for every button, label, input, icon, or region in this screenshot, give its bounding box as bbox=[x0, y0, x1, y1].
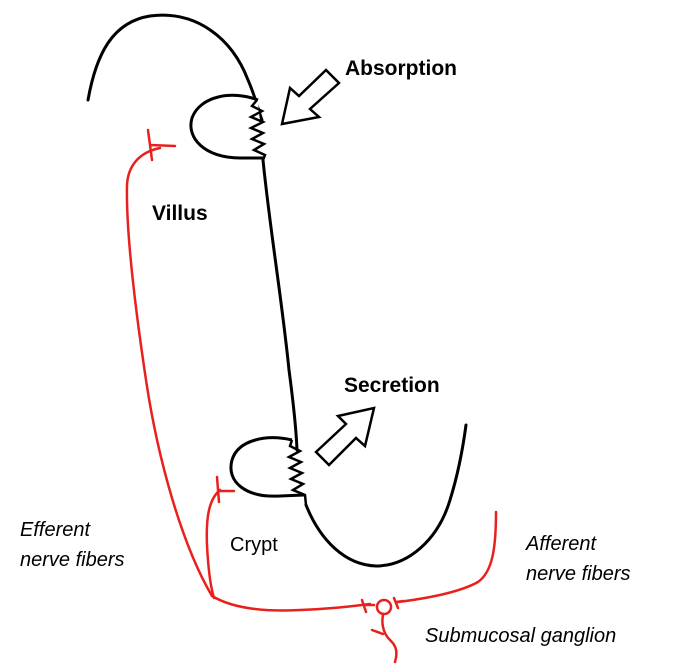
villus-label: Villus bbox=[152, 202, 208, 225]
ganglion-descending-fiber bbox=[372, 615, 396, 662]
submucosal-ganglion-icon bbox=[377, 600, 391, 614]
villus-nerve-terminal bbox=[148, 130, 175, 160]
absorption-arrow-icon bbox=[282, 70, 339, 124]
efferent-label-line2: nerve fibers bbox=[20, 549, 125, 571]
base-fiber-right bbox=[398, 512, 496, 602]
base-fiber-left bbox=[212, 596, 370, 610]
absorption-label: Absorption bbox=[345, 57, 457, 80]
afferent-label-line1: Afferent bbox=[525, 533, 597, 555]
afferent-label-line2: nerve fibers bbox=[526, 563, 631, 585]
secretion-label: Secretion bbox=[344, 374, 440, 397]
secretion-arrow-icon bbox=[316, 408, 374, 465]
efferent-fiber-crypt bbox=[207, 490, 220, 598]
villus-wall bbox=[263, 160, 297, 450]
efferent-label-line1: Efferent bbox=[20, 519, 91, 541]
crypt-label: Crypt bbox=[230, 534, 278, 556]
ganglion-label: Submucosal ganglion bbox=[425, 625, 616, 647]
